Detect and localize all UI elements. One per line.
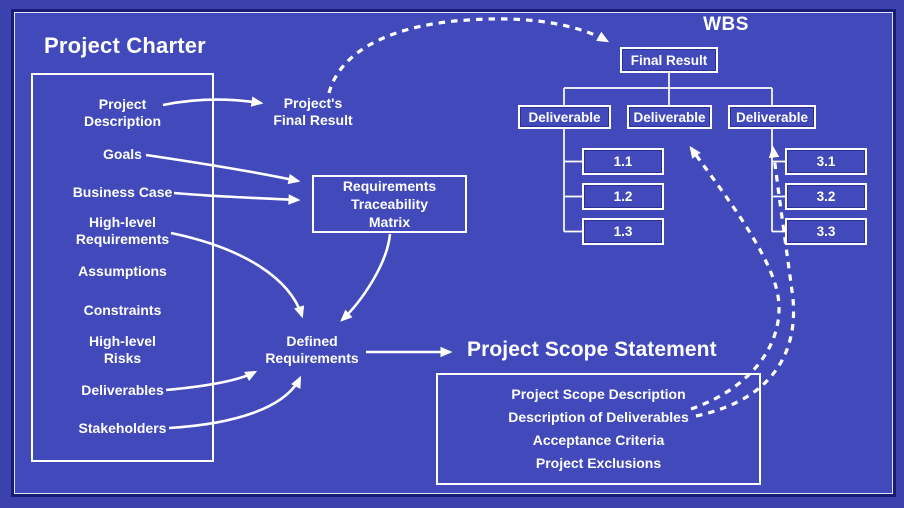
requirements-traceability-matrix-box: Requirements Traceability Matrix xyxy=(312,175,467,233)
wbs-deliverable-box-2: Deliverable xyxy=(627,105,712,129)
project-scope-statement-box: Project Scope Description Description of… xyxy=(436,373,761,485)
charter-item-high-level-requirements: High-level Requirements xyxy=(75,214,170,247)
charter-item-goals: Goals xyxy=(103,146,142,162)
charter-item-stakeholders: Stakeholders xyxy=(78,420,167,436)
scope-item-project-scope-description: Project Scope Description xyxy=(511,386,686,402)
defined-requirements-label: Defined Requirements xyxy=(265,333,359,366)
wbs-item-3-3: 3.3 xyxy=(785,218,867,245)
requirements-traceability-matrix-label: Requirements Traceability Matrix xyxy=(342,178,437,230)
charter-item-high-level-risks: High-level Risks xyxy=(89,333,156,366)
charter-item-assumptions: Assumptions xyxy=(78,263,167,279)
charter-item-project-description: Project Description xyxy=(83,96,161,129)
wbs-item-3-2: 3.2 xyxy=(785,183,867,210)
wbs-item-3-1: 3.1 xyxy=(785,148,867,175)
charter-item-business-case: Business Case xyxy=(72,184,173,200)
project-charter-title: Project Charter xyxy=(44,33,206,58)
scope-item-acceptance-criteria: Acceptance Criteria xyxy=(532,432,665,448)
charter-item-constraints: Constraints xyxy=(83,302,162,318)
charter-item-deliverables: Deliverables xyxy=(81,382,164,398)
wbs-item-1-1: 1.1 xyxy=(582,148,664,175)
project-scope-statement-title: Project Scope Statement xyxy=(467,338,717,361)
wbs-final-result-box: Final Result xyxy=(620,47,718,73)
wbs-title: WBS xyxy=(703,14,749,35)
wbs-deliverable-box-3: Deliverable xyxy=(728,105,816,129)
scope-item-description-of-deliverables: Description of Deliverables xyxy=(508,409,689,425)
projects-final-result-label: Project's Final Result xyxy=(273,95,353,128)
wbs-item-1-3: 1.3 xyxy=(582,218,664,245)
scope-item-project-exclusions: Project Exclusions xyxy=(535,455,662,471)
wbs-deliverable-box-1: Deliverable xyxy=(518,105,611,129)
wbs-item-1-2: 1.2 xyxy=(582,183,664,210)
